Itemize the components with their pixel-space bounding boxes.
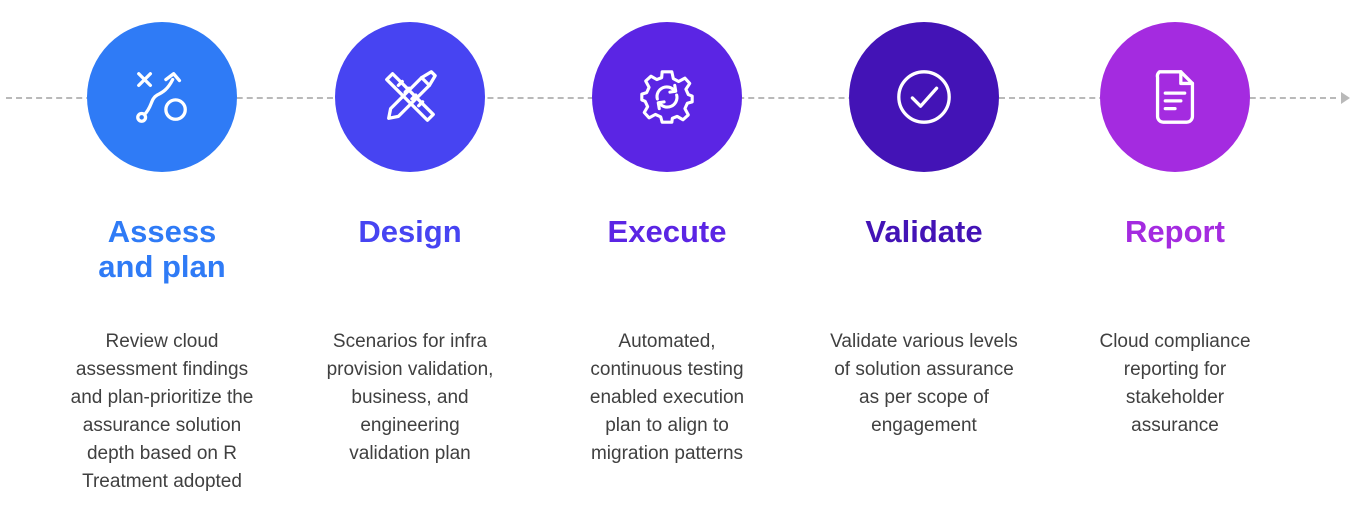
step-title: Validate (865, 214, 983, 249)
document-icon (1144, 66, 1206, 128)
step-execute: Execute Automated, continuous testing en… (557, 22, 777, 464)
step-description: Review cloud assessment findings and pla… (70, 331, 254, 492)
step-description: Automated, continuous testing enabled ex… (589, 331, 745, 464)
step-description: Validate various levels of solution assu… (830, 331, 1018, 436)
step-report: Report Cloud compliance reporting for st… (1065, 22, 1285, 436)
gear-sync-icon (636, 66, 698, 128)
step-circle (335, 22, 485, 172)
strategy-icon (131, 66, 193, 128)
step-title: Design (358, 214, 462, 249)
pencil-ruler-icon (379, 66, 441, 128)
step-circle (87, 22, 237, 172)
step-title: Execute (607, 214, 727, 249)
step-design: Design Scenarios for infra provision val… (300, 22, 520, 464)
step-circle (849, 22, 999, 172)
step-assess-and-plan: Assess and plan Review cloud assessment … (52, 22, 272, 492)
step-description: Cloud compliance reporting for stakehold… (1099, 331, 1251, 436)
step-circle (592, 22, 742, 172)
step-description: Scenarios for infra provision validation… (326, 331, 494, 464)
step-validate: Validate Validate various levels of solu… (814, 22, 1034, 436)
step-title: Assess and plan (98, 214, 226, 284)
timeline-arrow-icon (1341, 92, 1350, 104)
step-title: Report (1125, 214, 1225, 249)
check-circle-icon (893, 66, 955, 128)
step-circle (1100, 22, 1250, 172)
